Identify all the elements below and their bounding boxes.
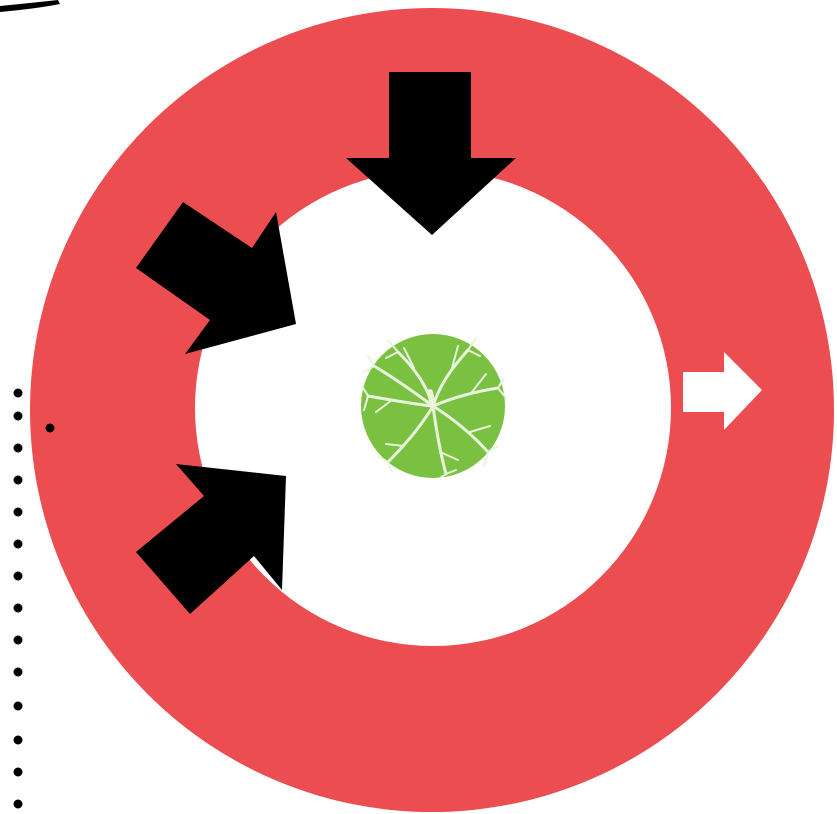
tree-roots-icon bbox=[361, 334, 506, 478]
corner-mark bbox=[0, 0, 60, 12]
